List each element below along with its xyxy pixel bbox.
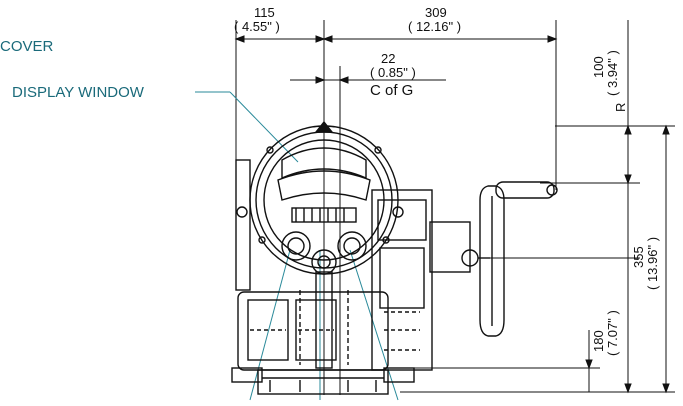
cover-label: COVER — [0, 38, 54, 55]
c-of-g-label: C of G — [370, 82, 414, 99]
handwheel — [479, 181, 558, 337]
dim-22-mm: 22 — [381, 51, 396, 66]
dim-309-in: ( 12.16" ) — [408, 19, 462, 34]
dim-115-mm: 115 — [254, 5, 275, 20]
dim-180-in: ( 7.07" ) — [605, 310, 620, 356]
radius-prefix: R — [613, 102, 628, 112]
display-window-label: DISPLAY WINDOW — [12, 84, 144, 101]
dim-180-mm: 180 — [591, 330, 606, 352]
callout-leaders — [195, 91, 399, 401]
actuator-body — [231, 120, 490, 395]
dim-115-in: ( 4.55" ) — [234, 19, 280, 34]
dim-355-mm: 355 — [631, 246, 646, 268]
dim-100-mm: 100 — [591, 56, 606, 78]
dimension-lines — [234, 20, 675, 395]
dim-309-mm: 309 — [425, 5, 447, 20]
dim-22-in: ( 0.85" ) — [370, 65, 416, 80]
dim-100-in: ( 3.94" ) — [605, 50, 620, 96]
dim-355-in: ( 13.96" ) — [645, 236, 660, 290]
